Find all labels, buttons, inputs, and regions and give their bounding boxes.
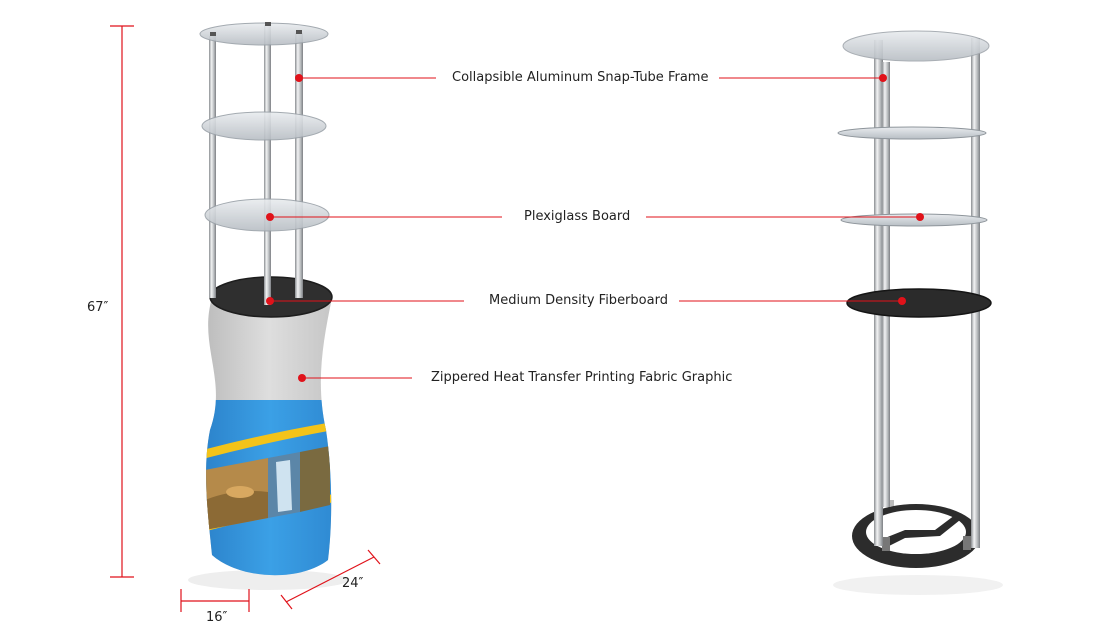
dimension-height: 67″	[87, 300, 109, 315]
callout-plexiglass: Plexiglass Board	[524, 209, 631, 224]
callout-mdf: Medium Density Fiberboard	[489, 293, 668, 308]
callout-dots	[266, 74, 924, 382]
left-display	[188, 22, 348, 590]
right-frame-display	[833, 30, 1003, 595]
callout-lines	[270, 77, 920, 379]
dimension-lines	[110, 25, 381, 612]
callout-frame: Collapsible Aluminum Snap-Tube Frame	[452, 70, 709, 85]
base-plate	[852, 500, 980, 568]
dimension-width: 16″	[206, 610, 228, 625]
callout-fabric: Zippered Heat Transfer Printing Fabric G…	[431, 370, 733, 385]
plexiglass-shelves-left	[199, 22, 330, 232]
mdf-board-right	[846, 288, 992, 318]
dimension-depth: 24″	[342, 576, 364, 591]
plexiglass-shelves-right	[837, 30, 990, 227]
depth-dimension-line	[285, 556, 375, 603]
floor-shadow	[188, 570, 348, 590]
fabric-graphic-body	[206, 298, 332, 576]
landscape-photo	[300, 446, 330, 512]
aluminum-poles-left	[209, 25, 303, 305]
